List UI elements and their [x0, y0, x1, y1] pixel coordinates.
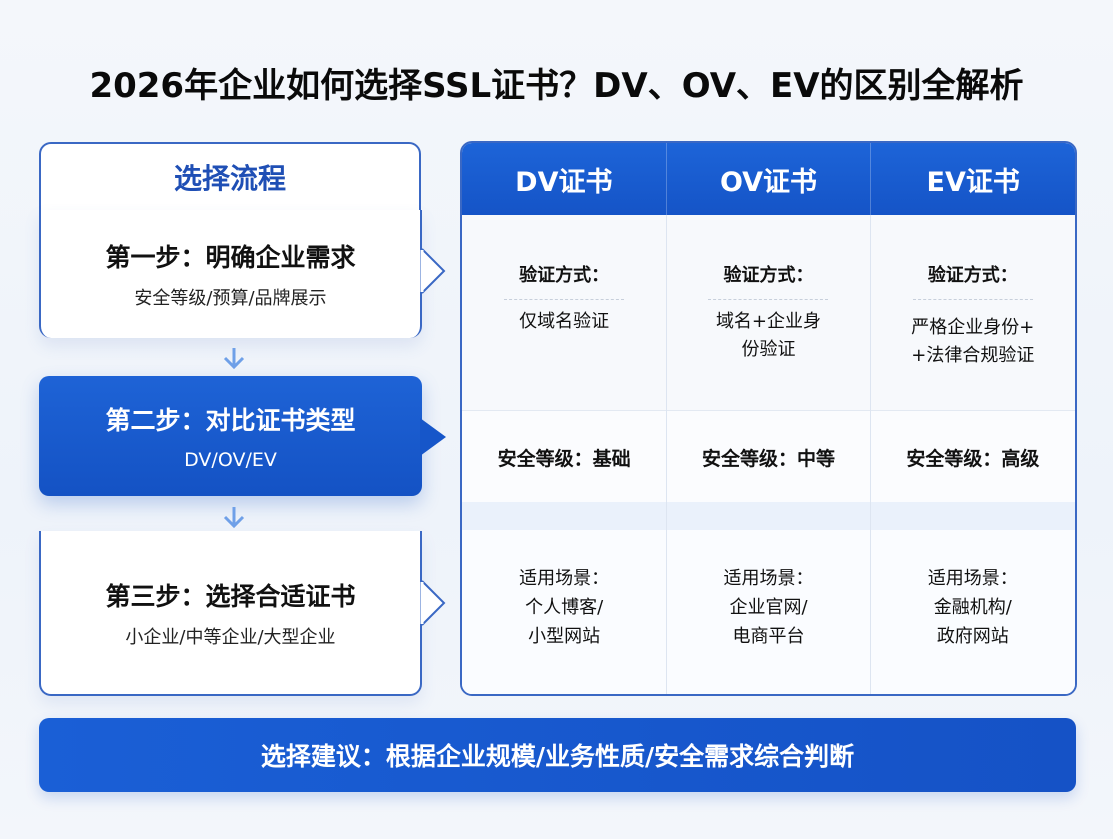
verify-line: 份验证: [741, 339, 796, 360]
dashed-divider: [708, 299, 829, 300]
step-subtitle: 安全等级/预算/品牌展示: [134, 288, 327, 309]
column-header-ev: EV证书: [926, 166, 1020, 198]
arrow-down-icon: [223, 348, 245, 370]
flow-step-3: 第三步：选择合适证书 小企业/中等企业/大型企业: [39, 531, 422, 696]
table-row-security-level: 安全等级：基础 安全等级：中等 安全等级：高级: [462, 410, 1075, 503]
cell-dv-security: 安全等级：基础: [497, 447, 631, 470]
scene-line: 小型网站: [528, 626, 601, 647]
cell-ev-security: 安全等级：高级: [906, 447, 1040, 470]
step-subtitle: 小企业/中等企业/大型企业: [125, 626, 336, 648]
pointer-right-icon: [420, 418, 446, 456]
flow-header-label: 选择流程: [173, 162, 286, 195]
verify-label: 验证方式：: [519, 265, 610, 286]
step-title: 第一步：明确企业需求: [105, 243, 356, 272]
column-divider: [870, 215, 871, 694]
verify-label: 验证方式：: [927, 265, 1018, 286]
table-row-verification: 验证方式： 仅域名验证 验证方式： 域名+企业身 份验证 验证方式： 严格企业身…: [462, 215, 1075, 410]
step-title: 第三步：选择合适证书: [105, 581, 356, 611]
cell-ov-verify: 验证方式： 域名+企业身 份验证: [666, 215, 870, 410]
verify-label: 验证方式：: [723, 265, 814, 286]
table-row-use-cases: 适用场景： 个人博客/ 小型网站 适用场景： 企业官网/ 电商平台 适用场景： …: [462, 530, 1075, 694]
column-divider: [666, 215, 667, 694]
recommendation-banner: 选择建议：根据企业规模/业务性质/安全需求综合判断: [39, 718, 1076, 792]
table-header-row: DV证书 OV证书 EV证书: [462, 143, 1075, 215]
verify-line: +法律合规验证: [911, 345, 1035, 366]
cell-ev-verify: 验证方式： 严格企业身份+ +法律合规验证: [871, 215, 1075, 410]
verify-value: 严格企业身份+ +法律合规验证: [911, 314, 1034, 370]
step-subtitle: DV/OV/EV: [184, 449, 277, 471]
column-header-dv: DV证书: [462, 143, 667, 215]
recommendation-text: 选择建议：根据企业规模/业务性质/安全需求综合判断: [260, 742, 855, 771]
verify-line: 仅域名验证: [519, 311, 610, 332]
scene-label: 适用场景：: [723, 568, 814, 589]
verify-line: 域名+企业身: [715, 311, 822, 332]
dashed-divider: [504, 299, 625, 300]
column-header-ov: OV证书: [667, 143, 872, 215]
cell-dv-verify: 验证方式： 仅域名验证: [462, 215, 666, 410]
arrow-down-icon: [223, 507, 245, 529]
verify-line: 严格企业身份+: [911, 317, 1035, 338]
flow-header: 选择流程: [39, 142, 421, 212]
scene-label: 适用场景：: [519, 568, 610, 589]
flow-step-1: 第一步：明确企业需求 安全等级/预算/品牌展示: [39, 210, 422, 338]
scene-line: 政府网站: [936, 626, 1009, 647]
chevron-right-icon: [420, 580, 446, 626]
scene-line: 金融机构/: [933, 597, 1012, 618]
verify-value: 仅域名验证: [519, 308, 609, 336]
cell-ov-security: 安全等级：中等: [701, 447, 835, 470]
scene-line: 电商平台: [732, 626, 805, 647]
cell-dv-scene: 适用场景： 个人博客/ 小型网站: [462, 530, 666, 694]
scene-line: 企业官网/: [729, 597, 808, 618]
row-spacer: [462, 502, 1075, 530]
dashed-divider: [912, 299, 1033, 300]
scene-line: 个人博客/: [525, 597, 604, 618]
comparison-table: DV证书 OV证书 EV证书 验证方式： 仅域名验证 验证方式： 域名+企业身 …: [460, 141, 1077, 696]
step-title: 第二步：对比证书类型: [105, 406, 356, 435]
chevron-right-icon: [420, 248, 446, 294]
cell-ov-scene: 适用场景： 企业官网/ 电商平台: [666, 530, 870, 694]
scene-label: 适用场景：: [927, 568, 1018, 589]
verify-value: 域名+企业身 份验证: [716, 308, 821, 364]
cell-ev-scene: 适用场景： 金融机构/ 政府网站: [871, 530, 1075, 694]
flow-step-2: 第二步：对比证书类型 DV/OV/EV: [39, 376, 422, 496]
page-title: 2026年企业如何选择SSL证书？DV、OV、EV的区别全解析: [89, 66, 1024, 106]
